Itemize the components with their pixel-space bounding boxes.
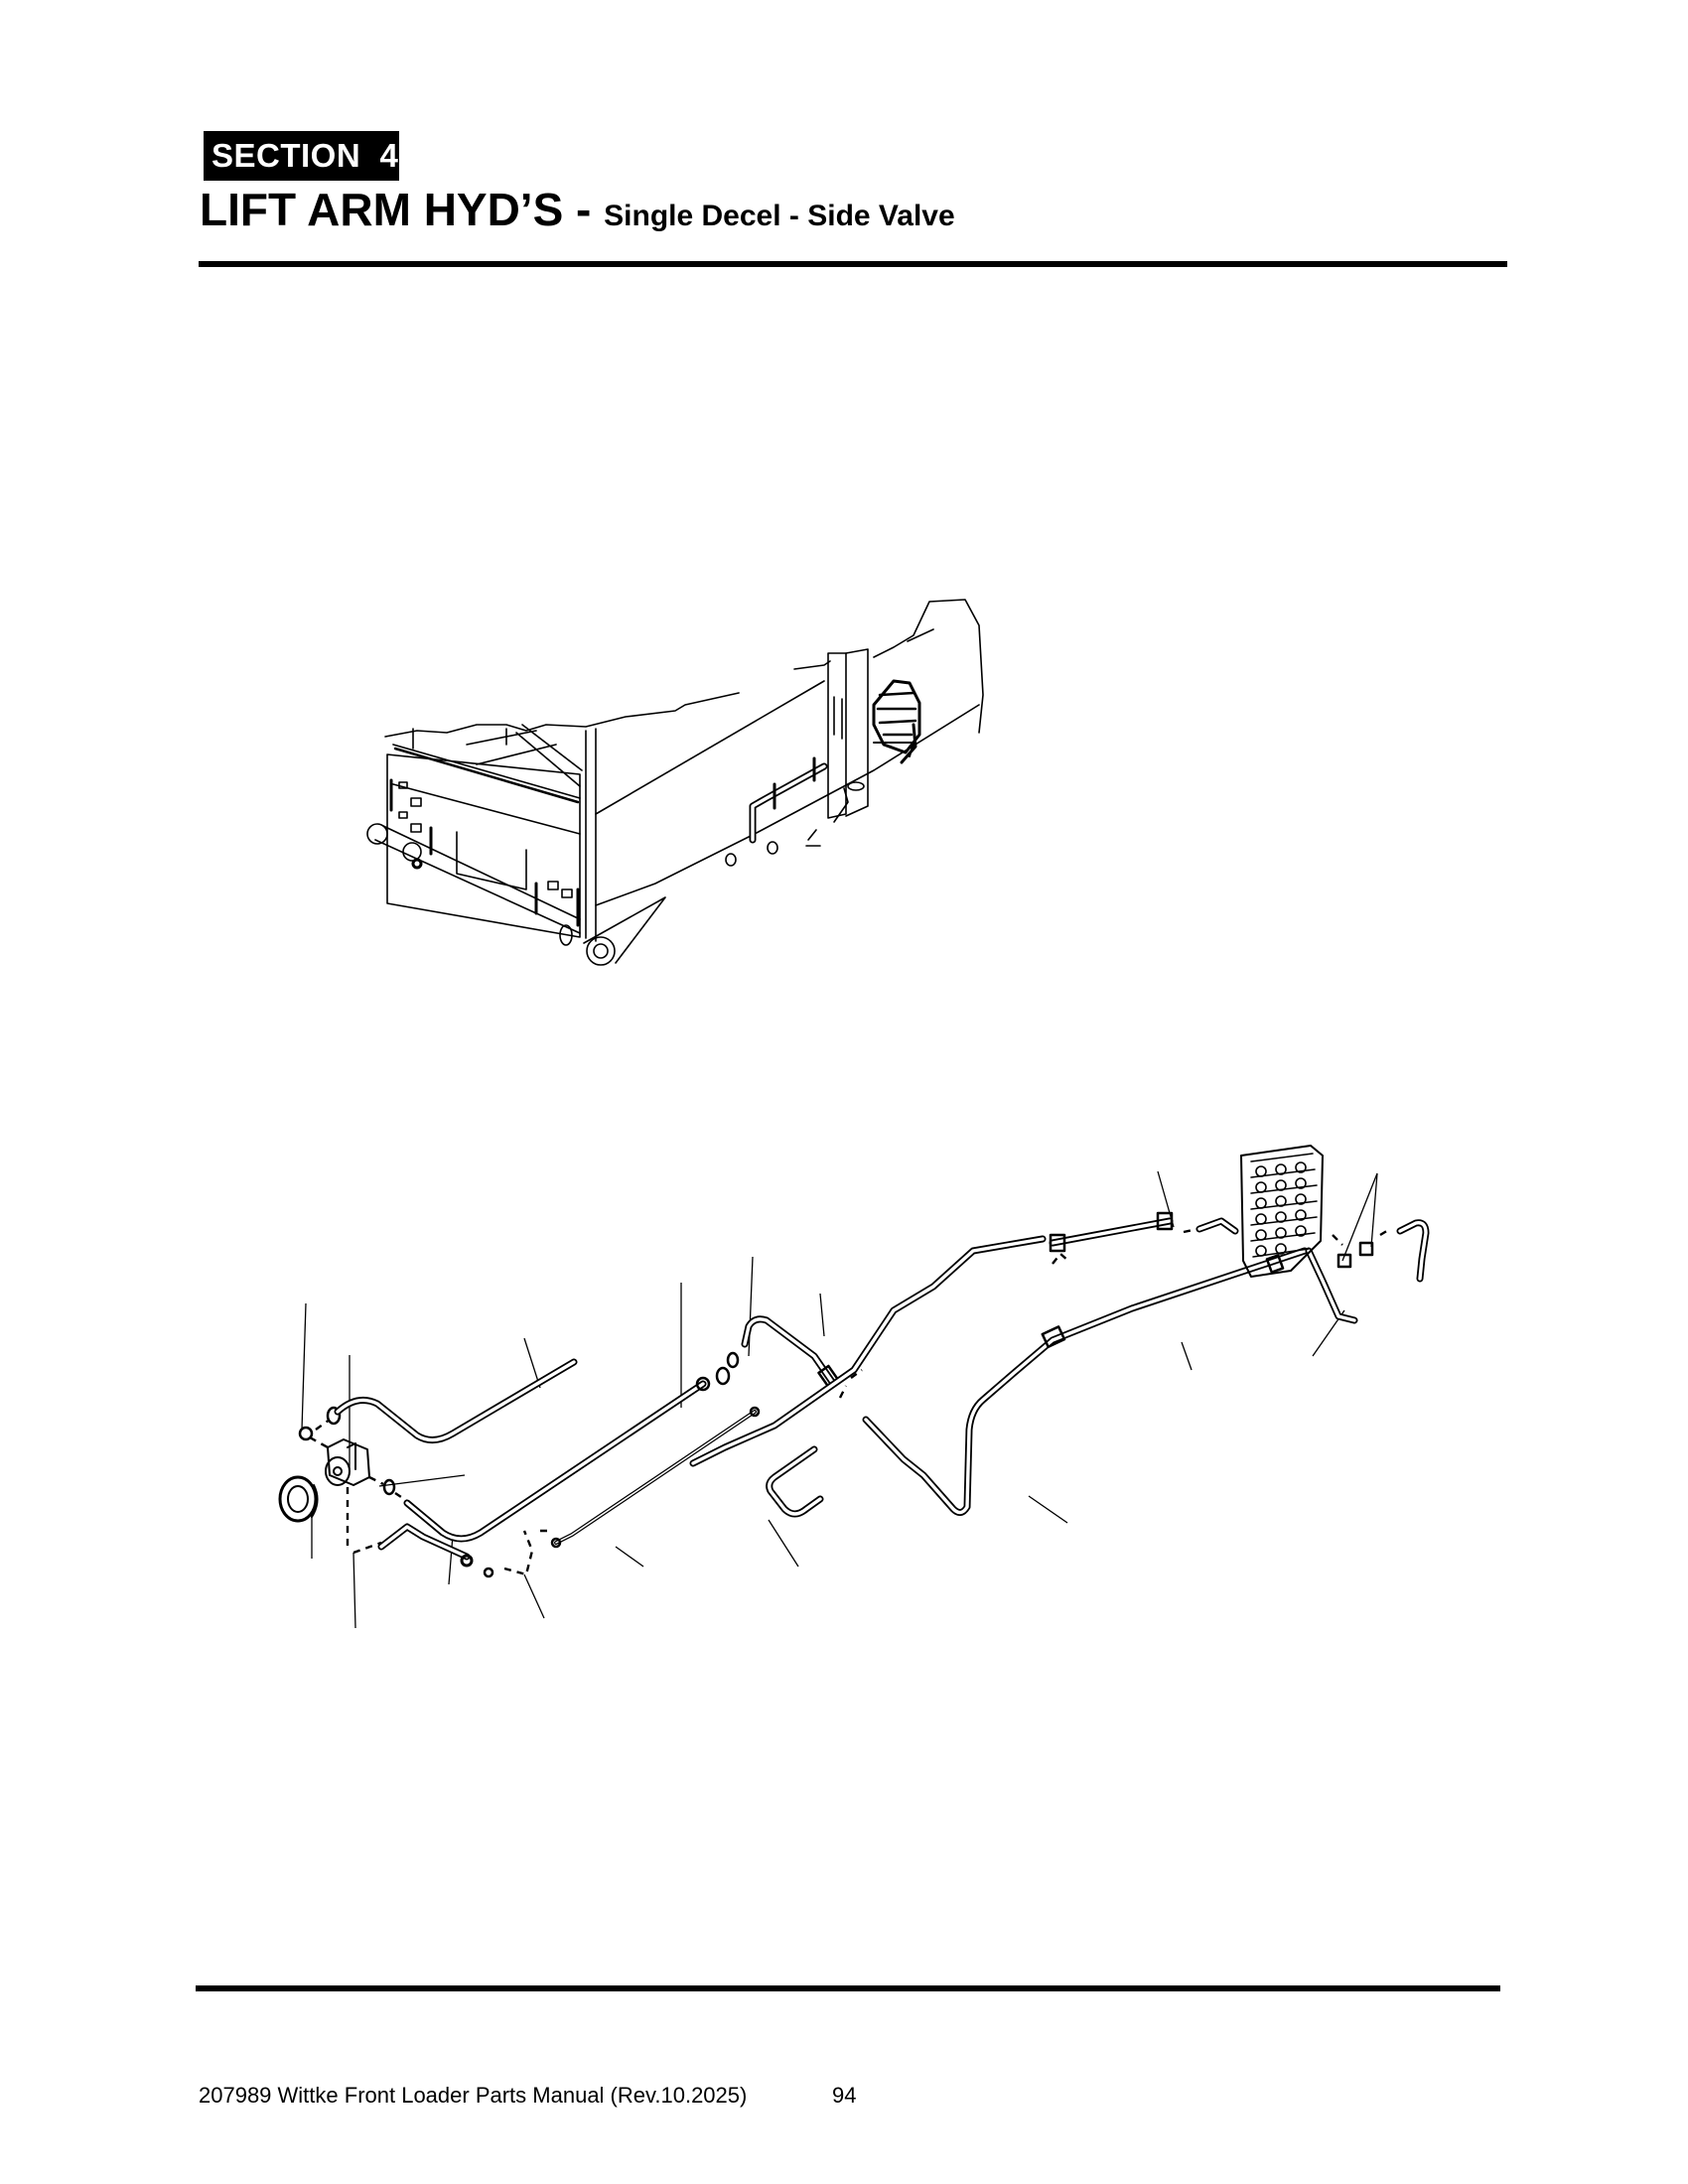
hydraulic-lines-exploded-diagram (258, 1132, 1450, 1648)
page-number: 94 (832, 2083, 857, 2108)
hydraulic-tube-branch (1305, 1247, 1358, 1324)
control-valve-icon (872, 679, 921, 764)
title-separator: - (563, 184, 605, 235)
loader-body-drawing (357, 586, 1013, 983)
footer-rule (196, 1985, 1500, 1991)
control-valve-bank-icon (1240, 1145, 1324, 1278)
small-hydraulic-line (377, 1523, 494, 1578)
decel-valve-icon (325, 1438, 370, 1486)
loader-body-illustration (366, 599, 984, 966)
header-rule (199, 261, 1507, 267)
hydraulic-tube-j-hook (766, 1445, 824, 1518)
hydraulic-tube-main (689, 1235, 1047, 1467)
title-main: LIFT ARM HYD’S (200, 184, 564, 235)
hydraulic-hose-elbow (741, 1315, 839, 1388)
mounting-flange-icon (278, 1475, 319, 1523)
hydraulic-tube-u-bend (862, 1247, 1309, 1516)
hydraulic-tube-2 (403, 1376, 711, 1543)
hydraulic-parts-illustration (278, 1145, 1430, 1629)
section-badge: SECTION 4 (204, 131, 399, 181)
footer-document-title: 207989 Wittke Front Loader Parts Manual … (199, 2083, 748, 2108)
hydraulic-hose-valve (1049, 1211, 1239, 1253)
hydraulic-tube-1 (334, 1358, 578, 1443)
thin-hydraulic-line (550, 1406, 761, 1549)
page-title: LIFT ARM HYD’S - Single Decel - Side Val… (200, 187, 955, 232)
title-subtitle: Single Decel - Side Valve (604, 200, 955, 232)
